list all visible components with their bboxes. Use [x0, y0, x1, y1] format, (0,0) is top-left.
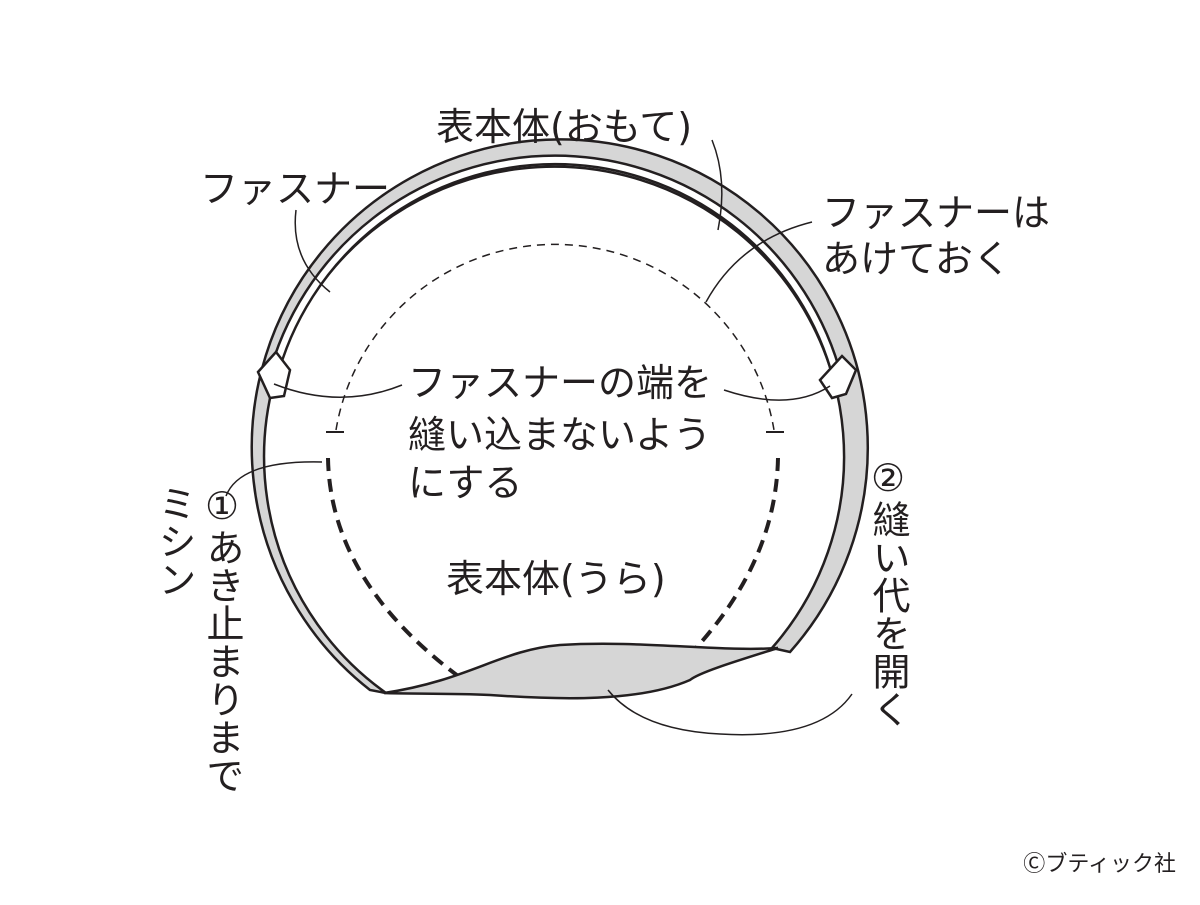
machine-stitch-line-right — [694, 457, 780, 650]
label-step1: ①あき止まりまでミシン — [150, 484, 246, 804]
machine-stitch-line — [326, 457, 460, 678]
step1-text2: ミシン — [152, 484, 196, 598]
leader-zipper — [294, 209, 331, 293]
copyright-text: ブティック社 — [1045, 852, 1176, 877]
seam-allowance-flap — [383, 642, 779, 700]
step2-text: 縫い代を開く — [866, 500, 910, 728]
leader-step1 — [225, 461, 323, 497]
step1-number: ① — [200, 484, 244, 528]
label-zipper-open-line1: ファスナーは — [822, 191, 1051, 235]
zipper-band-inner — [269, 157, 841, 381]
leader-zipper-open — [705, 221, 813, 303]
leader-zipper-end-left — [273, 383, 403, 398]
leader-zipper-end-right — [723, 385, 831, 401]
label-zipper-open-line2: あけておく — [822, 237, 1011, 281]
leader-outer-face — [711, 139, 723, 231]
step2-number: ② — [866, 456, 910, 500]
leader-step2 — [607, 689, 853, 736]
zipper-basting-line — [335, 243, 775, 431]
step1-text: あき止まりまで — [200, 528, 244, 794]
label-zipper: ファスナー — [200, 167, 391, 211]
label-zipper-end-line2: 縫い込まないよう — [408, 413, 712, 457]
label-zipper-end-line1: ファスナーの端を — [408, 361, 713, 405]
label-outer-face: 表本体(おもて) — [436, 105, 693, 149]
copyright-notice: Ⓒブティック社 — [1023, 846, 1176, 878]
label-step2: ②縫い代を開く — [864, 456, 912, 756]
copyright-icon: Ⓒ — [1023, 852, 1046, 877]
label-inner-face: 表本体(うら) — [446, 557, 666, 601]
label-zipper-end-line3: にする — [408, 461, 523, 505]
